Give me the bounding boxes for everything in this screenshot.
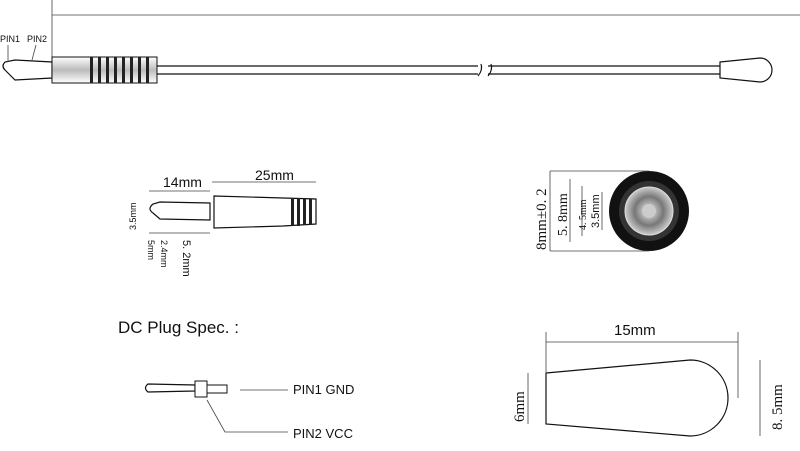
pin1-gnd-label: PIN1 GND xyxy=(293,382,354,397)
dim-8mm: 8mm±0. 2 xyxy=(534,188,550,250)
plug-end-view: 8mm±0. 2 5. 8mm 4. 5mm 3.5mm xyxy=(534,170,689,252)
dim-15mm: 15mm xyxy=(614,322,656,339)
dim-5-2mm: 5. 2mm xyxy=(180,240,192,277)
dim-14mm: 14mm xyxy=(163,174,202,190)
sensor-head-view: 15mm 6mm 8. 5mm xyxy=(512,322,786,437)
dim-3-5mm-inner: 3.5mm xyxy=(590,194,602,228)
dim-2-4mm: 2.4mm xyxy=(159,240,169,268)
dim-3-5mm: 3.5mm xyxy=(128,202,138,230)
plug-dimension-view: 14mm 25mm 3.5mm 5mm 2.4mm 5. 2mm xyxy=(128,167,317,277)
pin2-vcc-label: PIN2 VCC xyxy=(293,426,353,441)
pin2-label: PIN2 xyxy=(27,34,47,44)
cable-assembly: PIN1 PIN2 xyxy=(0,34,773,84)
pin1-label: PIN1 xyxy=(0,34,20,44)
dc-plug-spec: DC Plug Spec. : PIN1 GND PIN2 VCC xyxy=(118,318,354,441)
dim-4-5mm: 4. 5mm xyxy=(578,199,589,230)
dim-8-5mm: 8. 5mm xyxy=(770,384,786,430)
dim-6mm: 6mm xyxy=(512,391,528,422)
dim-25mm: 25mm xyxy=(255,167,294,183)
cable-length-dimension xyxy=(51,0,800,60)
spec-title: DC Plug Spec. : xyxy=(118,318,239,337)
dim-5mm: 5mm xyxy=(146,240,156,260)
dim-5-8mm: 5. 8mm xyxy=(556,193,571,236)
